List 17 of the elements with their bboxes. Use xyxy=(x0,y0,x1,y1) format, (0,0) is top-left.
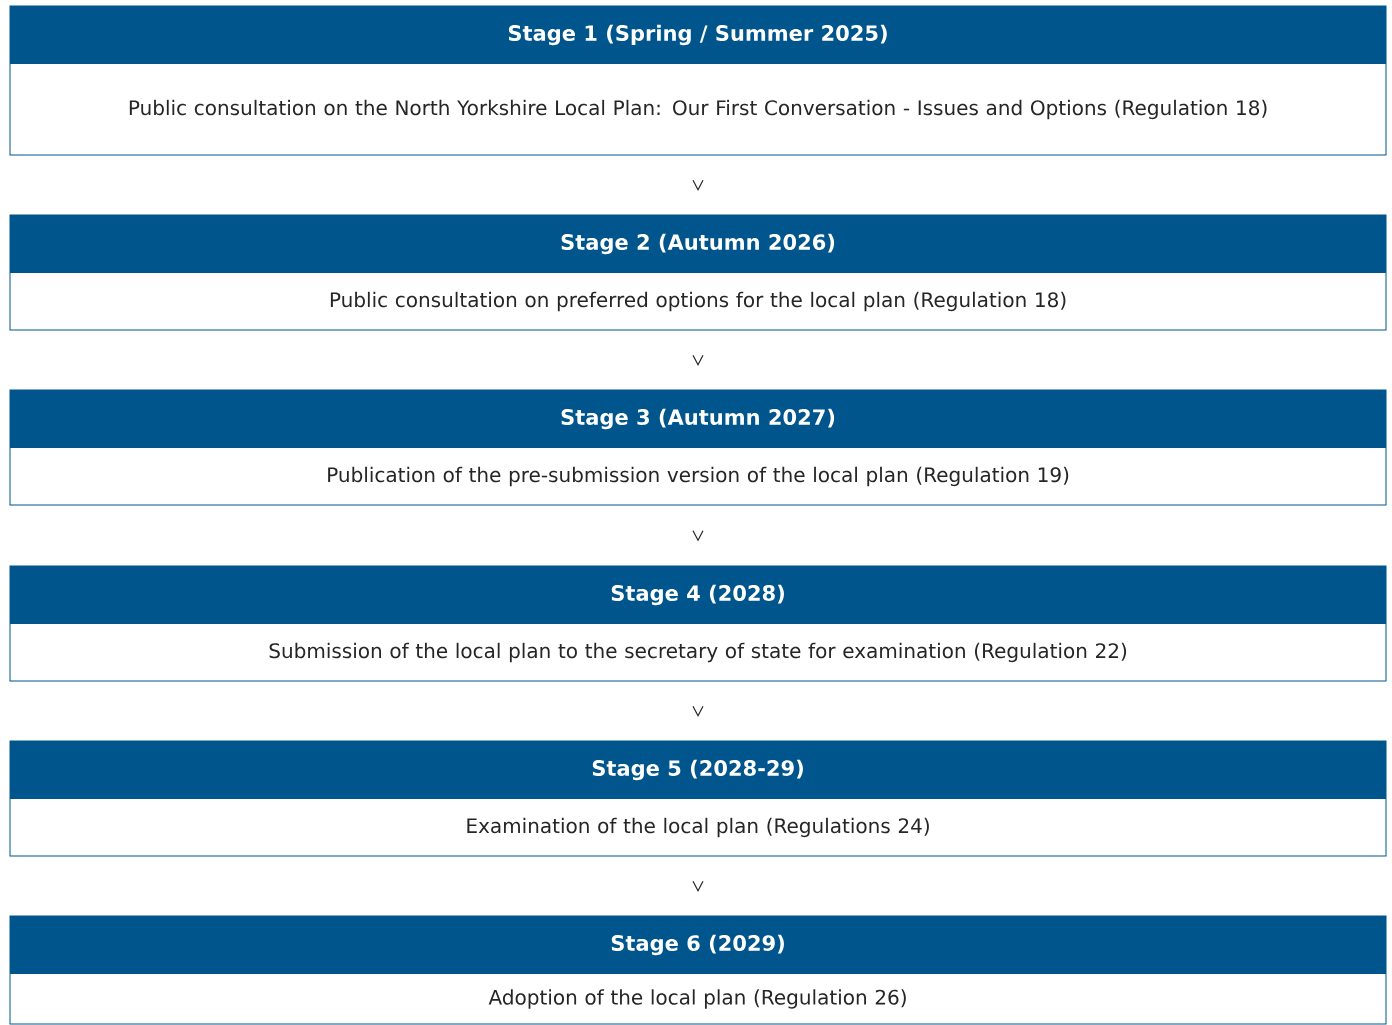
chevron xyxy=(692,354,704,366)
stage-description: Public consultation on preferred options for the local plan (Regulation 18) xyxy=(330,291,1066,312)
stage-description: Public consultation on the North Yorkshire Local Plan: Our First Conversation - Issues and Options (Regulation 18) xyxy=(129,99,1267,120)
chevron xyxy=(692,530,704,542)
stage-title: Stage 2 (Autumn 2026) xyxy=(561,233,835,255)
chevron xyxy=(692,880,704,892)
stage-title: Stage 3 (Autumn 2027) xyxy=(561,408,835,430)
stage-title: Stage 5 (2028-29) xyxy=(592,759,803,781)
chevron xyxy=(692,179,704,191)
stage-description: Adoption of the local plan (Regulation 26) xyxy=(488,989,906,1009)
stage-title: Stage 1 (Spring / Summer 2025) xyxy=(508,24,887,46)
chevron xyxy=(692,705,704,717)
stage-title: Stage 4 (2028) xyxy=(611,584,784,606)
stage-title: Stage 6 (2029) xyxy=(611,934,784,956)
stage-description: Examination of the local plan (Regulations 24) xyxy=(467,817,929,838)
stage-description: Submission of the local plan to the secretary of state for examination (Regulation 22) xyxy=(269,642,1127,663)
stage-description: Publication of the pre-submission version of the local plan (Regulation 19) xyxy=(328,466,1069,487)
